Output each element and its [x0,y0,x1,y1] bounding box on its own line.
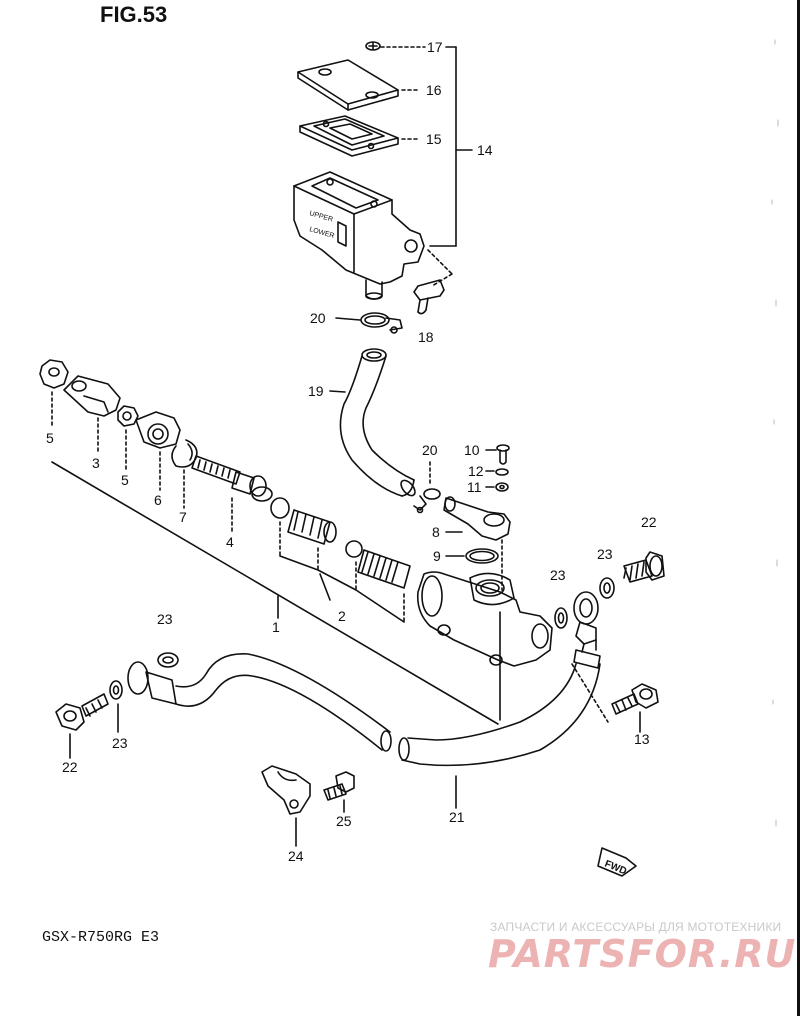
bolt-22-right [623,551,665,583]
callout-20-upper: 20 [310,310,326,326]
callout-11: 11 [467,479,482,495]
brake-pipe-left [127,653,392,752]
callout-12: 12 [468,463,484,479]
watermark-subtitle: ЗАПЧАСТИ И АКСЕССУАРЫ ДЛЯ МОТОТЕХНИКИ [490,920,782,934]
callout-17: 17 [427,39,443,55]
callout-10: 10 [464,442,480,458]
scan-noise [771,39,779,827]
hose-clamp-20-upper [335,312,403,334]
callout-25: 25 [336,813,352,829]
hose-19 [329,348,416,497]
washer-11 [485,482,509,492]
figure-title: FIG.53 [100,2,168,27]
watermark-logo: PARTSFOR.RU [488,932,797,976]
callout-22-left: 22 [62,759,78,775]
washer-23-right [599,577,615,599]
page-border [797,0,800,1016]
washer-12 [485,468,509,476]
callout-16: 16 [426,82,442,98]
callout-24: 24 [288,848,304,864]
fwd-direction-badge: FWD [597,847,637,878]
reservoir-cap-16 [297,59,421,111]
callout-bracket-14 [429,46,473,247]
callout-5-mid: 5 [121,472,129,488]
callout-23-upper-left: 23 [157,611,173,627]
reservoir-upper-mark: UPPER [308,210,333,223]
callout-13: 13 [634,731,650,747]
callout-21: 21 [449,809,465,825]
callout-23-right: 23 [597,546,613,562]
callout-14: 14 [477,142,493,158]
reservoir-lower-mark: LOWER [308,226,335,240]
clevis-3 [63,375,121,453]
reservoir-body: UPPER LOWER [293,171,453,300]
banjo-fitting [573,591,601,669]
callout-23-left: 23 [112,735,128,751]
push-rod-piston-4 [191,455,273,533]
callout-1: 1 [272,619,280,635]
washer-23-left [109,680,123,733]
fwd-label: FWD [603,859,628,878]
callout-numbers: 17 16 15 14 18 20 19 5 3 5 6 7 4 20 10 1… [46,39,657,864]
callout-20-lower: 20 [422,442,438,458]
o-ring-9 [445,548,499,564]
master-cylinder-body [416,571,553,721]
callout-7: 7 [179,509,187,525]
bolt-13 [611,683,659,733]
callout-leader-1 [51,461,499,725]
piston-kit-2 [270,497,411,623]
callout-6: 6 [154,492,162,508]
model-code: GSX-R750RG E3 [42,929,160,946]
circlip-7 [171,439,198,509]
hose-clamp-20-lower [413,461,441,514]
callout-4: 4 [226,534,234,550]
callout-19: 19 [308,383,324,399]
bolt-22-left [55,693,109,759]
boot-6 [135,411,181,491]
hose-21 [398,663,609,809]
callout-5-left: 5 [46,430,54,446]
clamp-24 [261,765,311,847]
connector-8 [443,496,511,591]
washer-23-upper-left [157,652,179,668]
nut-5-mid [117,405,139,471]
bolt-18 [413,279,445,315]
callout-22-right: 22 [641,514,657,530]
callout-15: 15 [426,131,442,147]
callout-3: 3 [92,455,100,471]
callout-18: 18 [418,329,434,345]
callout-23-mid: 23 [550,567,566,583]
washer-23-mid [554,607,568,629]
bolt-25 [323,771,355,813]
callout-8: 8 [432,524,440,540]
nut-5-left [39,359,69,429]
callout-2: 2 [338,608,346,624]
callout-9: 9 [433,548,441,564]
screw-10 [485,444,510,465]
diaphragm-plate-15 [299,115,421,157]
screw-17 [365,41,426,51]
